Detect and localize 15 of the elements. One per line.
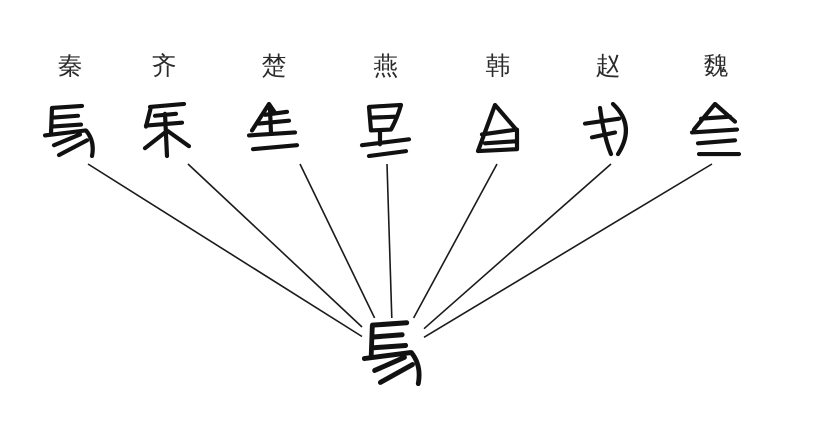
connector-line bbox=[424, 163, 712, 338]
state-name: 赵 bbox=[596, 51, 620, 81]
state-name: 燕 bbox=[374, 51, 398, 81]
state-name: 齐 bbox=[152, 51, 176, 81]
connector-line bbox=[386, 164, 393, 318]
connector-line bbox=[423, 163, 612, 330]
connector-line bbox=[187, 163, 363, 328]
state-name: 韩 bbox=[486, 51, 510, 81]
state-name: 魏 bbox=[704, 51, 728, 81]
state-name: 秦 bbox=[58, 51, 82, 81]
connector-line bbox=[299, 164, 376, 318]
state-name: 楚 bbox=[262, 51, 286, 81]
connector-line bbox=[88, 163, 362, 338]
connector-line bbox=[412, 164, 498, 318]
glyph-drawing bbox=[362, 318, 424, 386]
